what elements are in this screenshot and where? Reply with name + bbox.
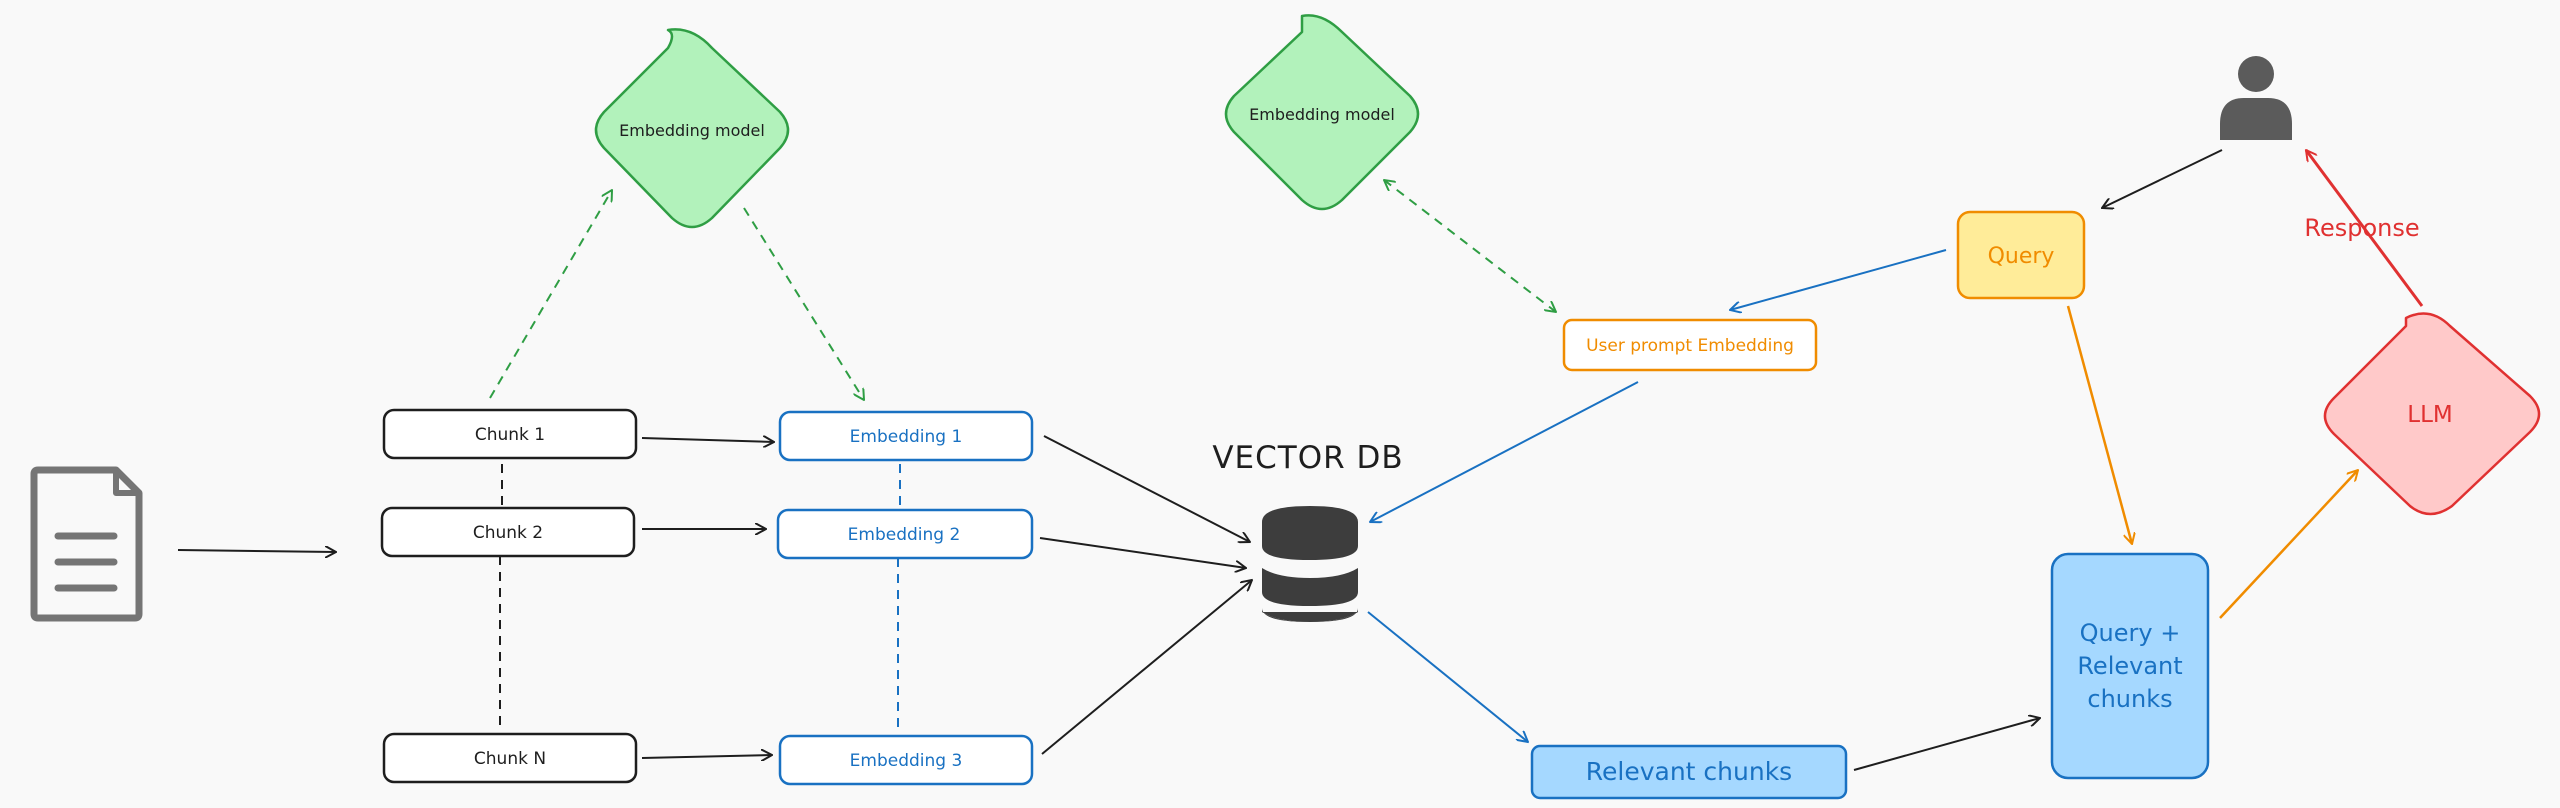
embedding-model-label: Embedding model xyxy=(619,121,765,140)
query-relevant-chunks-box: Query + Relevant chunks xyxy=(2050,552,2210,780)
user-icon xyxy=(2220,56,2292,140)
chunk-box: Chunk 2 xyxy=(380,506,636,558)
chunk-box: Chunk N xyxy=(382,732,638,784)
query-relevant-chunks-line: chunks xyxy=(2087,685,2172,713)
relevant-chunks-box: Relevant chunks xyxy=(1530,744,1848,800)
query-relevant-chunks-line: Relevant xyxy=(2077,652,2182,680)
embedding-model-diamond: Embedding model xyxy=(594,28,790,229)
chunk-label: Chunk N xyxy=(474,749,546,769)
embedding-model-label: Embedding model xyxy=(1249,105,1395,124)
embedding-label: Embedding 1 xyxy=(850,427,963,447)
embedding-model-to-embedding-arrow xyxy=(743,207,864,400)
relevant-chunks-label: Relevant chunks xyxy=(1586,757,1792,786)
chunk-to-embedding-model-arrow xyxy=(489,190,612,399)
embedding-label: Embedding 3 xyxy=(850,751,963,771)
prompt-embedding-model-arrow xyxy=(1384,180,1556,312)
chunk-to-embedding-arrow xyxy=(641,755,772,758)
prompt-embedding-to-db-arrow xyxy=(1370,381,1639,522)
embedding-to-db-arrow xyxy=(1043,435,1250,542)
chunk-to-embedding-arrow xyxy=(641,438,774,442)
embedding-box: Embedding 1 xyxy=(778,410,1034,462)
query-to-combined-arrow xyxy=(2066,305,2132,544)
chunk-label: Chunk 2 xyxy=(473,523,543,543)
embedding-box: Embedding 2 xyxy=(776,508,1034,560)
embedding-to-db-arrow xyxy=(1039,537,1246,568)
embedding-label: Embedding 2 xyxy=(848,525,961,545)
chunk-label: Chunk 1 xyxy=(475,425,545,445)
chunk-box: Chunk 1 xyxy=(382,408,638,460)
database-icon xyxy=(1262,506,1358,622)
query-label: Query xyxy=(1988,244,2055,269)
embedding-to-db-arrow xyxy=(1041,580,1252,755)
query-relevant-chunks-line: Query + xyxy=(2080,619,2181,647)
embedding-box: Embedding 3 xyxy=(778,734,1034,786)
combined-to-llm-arrow xyxy=(2219,470,2358,619)
user-to-query-arrow xyxy=(2102,149,2223,208)
query-box: Query xyxy=(1956,210,2086,300)
llm-label: LLM xyxy=(2407,402,2452,428)
llm-diamond: LLM xyxy=(2323,312,2541,516)
db-to-relevant-chunks-arrow xyxy=(1367,611,1528,742)
vector-db-title: VECTOR DB xyxy=(1212,440,1403,476)
llm-to-user-response-arrow xyxy=(2306,150,2424,307)
embedding-model-diamond: Embedding model xyxy=(1224,14,1420,211)
relevant-chunks-to-combined-arrow xyxy=(1853,718,2040,771)
document-to-chunks-arrow xyxy=(177,550,336,552)
response-label: Response xyxy=(2304,214,2419,242)
query-to-prompt-embedding-arrow xyxy=(1730,249,1947,310)
user-prompt-embedding-label: User prompt Embedding xyxy=(1586,336,1794,356)
document-icon xyxy=(30,466,143,622)
user-prompt-embedding-box: User prompt Embedding xyxy=(1562,318,1818,372)
